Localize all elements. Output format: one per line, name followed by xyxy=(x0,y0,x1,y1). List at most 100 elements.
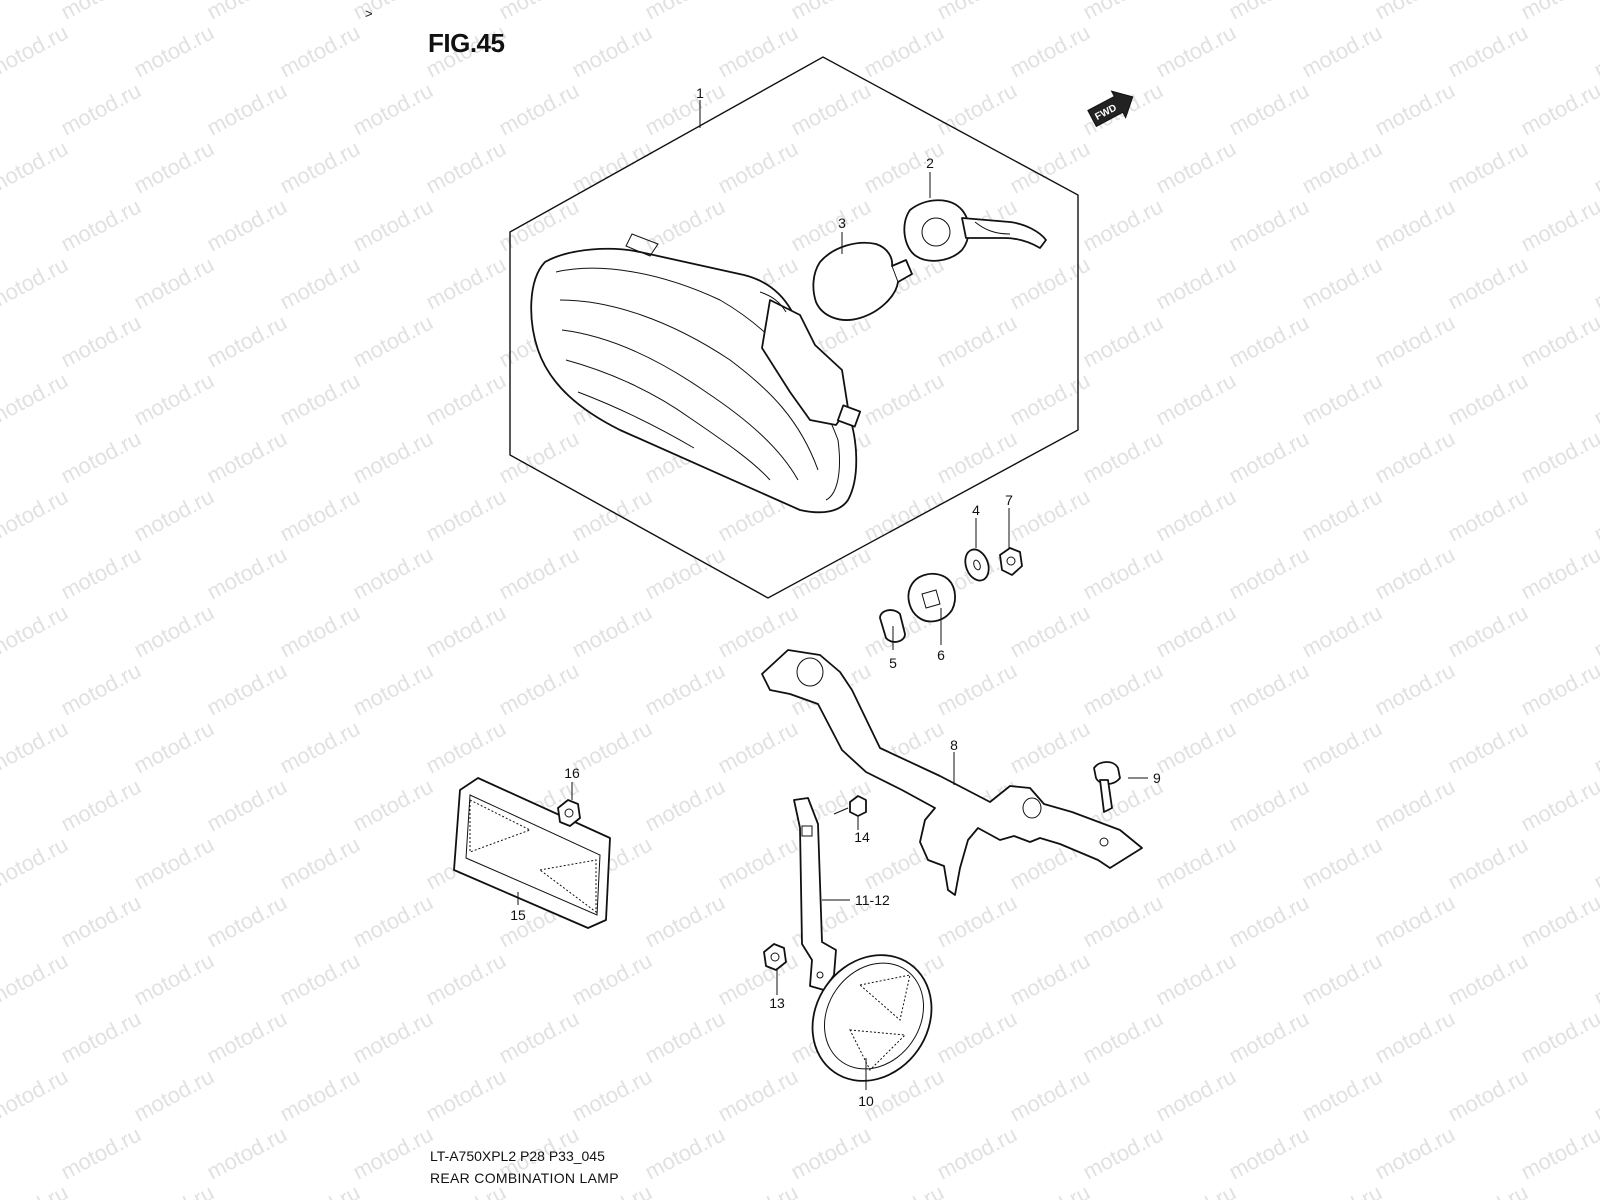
watermark-text: motod.ru xyxy=(276,1064,364,1127)
watermark-text: motod.ru xyxy=(1590,136,1600,199)
watermark-text: motod.ru xyxy=(1298,368,1386,431)
lamp-assembly-outline xyxy=(509,56,1079,599)
watermark-text: motod.ru xyxy=(568,1064,656,1127)
watermark-text: motod.ru xyxy=(0,600,72,663)
watermark-text: motod.ru xyxy=(714,20,802,83)
watermark-text: motod.ru xyxy=(933,1122,1021,1185)
watermark-text: motod.ru xyxy=(57,1122,145,1185)
watermark-text: motod.ru xyxy=(1517,658,1600,721)
watermark-text: motod.ru xyxy=(1225,658,1313,721)
watermark-text: motod.ru xyxy=(57,0,145,24)
watermark-text: motod.ru xyxy=(1590,368,1600,431)
watermark-text: motod.ru xyxy=(495,658,583,721)
watermark-text: motod.ru xyxy=(495,78,583,141)
watermark-text: motod.ru xyxy=(1079,426,1167,489)
watermark-text: motod.ru xyxy=(1298,20,1386,83)
watermark-text: motod.ru xyxy=(57,78,145,141)
grommet-6 xyxy=(907,573,956,623)
watermark-text: motod.ru xyxy=(57,310,145,373)
watermark-text: motod.ru xyxy=(1444,948,1532,1011)
watermark-text: motod.ru xyxy=(495,194,583,257)
callout-14: 14 xyxy=(854,829,870,845)
watermark-text: motod.ru xyxy=(349,194,437,257)
watermark-text: motod.ru xyxy=(1006,600,1094,663)
watermark-text: motod.ru xyxy=(1371,0,1459,24)
watermark-text: motod.ru xyxy=(933,310,1021,373)
watermark-text: motod.ru xyxy=(130,20,218,83)
watermark-text: motod.ru xyxy=(860,20,948,83)
bolt-9 xyxy=(1093,761,1121,813)
watermark-text: motod.ru xyxy=(130,716,218,779)
watermark-text: motod.ru xyxy=(933,0,1021,24)
callout-11-12: 11-12 xyxy=(855,892,890,908)
callout-3: 3 xyxy=(838,215,846,231)
watermark-text: motod.ru xyxy=(1517,0,1600,24)
watermark-text: motod.ru xyxy=(641,1006,729,1069)
watermark-text: motod.ru xyxy=(0,716,72,779)
watermark-text: motod.ru xyxy=(1006,20,1094,83)
watermark-text: motod.ru xyxy=(276,252,364,315)
watermark-text: motod.ru xyxy=(495,0,583,24)
watermark-text: motod.ru xyxy=(1152,600,1240,663)
watermark-text: motod.ru xyxy=(203,78,291,141)
watermark-text: motod.ru xyxy=(1298,948,1386,1011)
watermark-text: motod.ru xyxy=(641,1122,729,1185)
watermark-text: motod.ru xyxy=(1444,136,1532,199)
watermark-text: motod.ru xyxy=(130,1180,218,1200)
watermark-text: motod.ru xyxy=(787,542,875,605)
nut-7 xyxy=(999,547,1023,576)
watermark-text: motod.ru xyxy=(1152,484,1240,547)
watermark-text: motod.ru xyxy=(1006,484,1094,547)
watermark-text: motod.ru xyxy=(349,774,437,837)
watermark-text: motod.ru xyxy=(1079,1122,1167,1185)
bracket-8 xyxy=(761,649,1143,896)
watermark-text: motod.ru xyxy=(1517,890,1600,953)
watermark-text: motod.ru xyxy=(422,368,510,431)
watermark-text: motod.ru xyxy=(787,78,875,141)
watermark-text: motod.ru xyxy=(349,426,437,489)
watermark-text: motod.ru xyxy=(130,832,218,895)
watermark-text: motod.ru xyxy=(1298,716,1386,779)
watermark-text: motod.ru xyxy=(1006,1180,1094,1200)
watermark-text: motod.ru xyxy=(203,194,291,257)
watermark-text: motod.ru xyxy=(203,426,291,489)
watermark-text: motod.ru xyxy=(933,1006,1021,1069)
watermark-text: motod.ru xyxy=(1006,1064,1094,1127)
watermark-text: motod.ru xyxy=(568,600,656,663)
watermark-text: motod.ru xyxy=(1225,1006,1313,1069)
watermark-text: motod.ru xyxy=(349,890,437,953)
watermark-text: motod.ru xyxy=(1371,426,1459,489)
watermark-text: motod.ru xyxy=(349,658,437,721)
callout-labels: 1 2 3 4 5 6 7 8 9 10 11-12 13 14 15 16 xyxy=(510,85,1161,1109)
watermark-text: motod.ru xyxy=(1444,20,1532,83)
watermark-text: motod.ru xyxy=(422,600,510,663)
watermark-text: motod.ru xyxy=(57,774,145,837)
watermark-text: motod.ru xyxy=(276,484,364,547)
watermark-text: motod.ru xyxy=(57,542,145,605)
watermark-text: motod.ru xyxy=(714,1064,802,1127)
watermark-text: motod.ru xyxy=(1444,1180,1532,1200)
watermark-text: motod.ru xyxy=(1152,832,1240,895)
watermark-text: motod.ru xyxy=(1371,1006,1459,1069)
bulb-socket xyxy=(903,199,1047,262)
watermark-text: motod.ru xyxy=(57,890,145,953)
callout-13: 13 xyxy=(769,995,785,1011)
watermark-text: motod.ru xyxy=(787,1122,875,1185)
watermark-text: motod.ru xyxy=(1225,426,1313,489)
watermark-text: motod.ru xyxy=(0,252,72,315)
watermark-text: motod.ru xyxy=(57,194,145,257)
watermark-text: motod.ru xyxy=(1371,1122,1459,1185)
watermark-text: motod.ru xyxy=(1590,1180,1600,1200)
watermark-text: motod.ru xyxy=(495,1006,583,1069)
watermark-text: motod.ru xyxy=(1152,252,1240,315)
watermark-text: motod.ru xyxy=(1006,368,1094,431)
watermark-text: motod.ru xyxy=(495,426,583,489)
watermark-text: motod.ru xyxy=(933,890,1021,953)
watermark-text: motod.ru xyxy=(130,252,218,315)
watermark-text: motod.ru xyxy=(641,774,729,837)
watermark-text: motod.ru xyxy=(933,426,1021,489)
watermark-text: motod.ru xyxy=(1444,832,1532,895)
watermark-text: motod.ru xyxy=(1590,716,1600,779)
watermark-text: motod.ru xyxy=(276,948,364,1011)
